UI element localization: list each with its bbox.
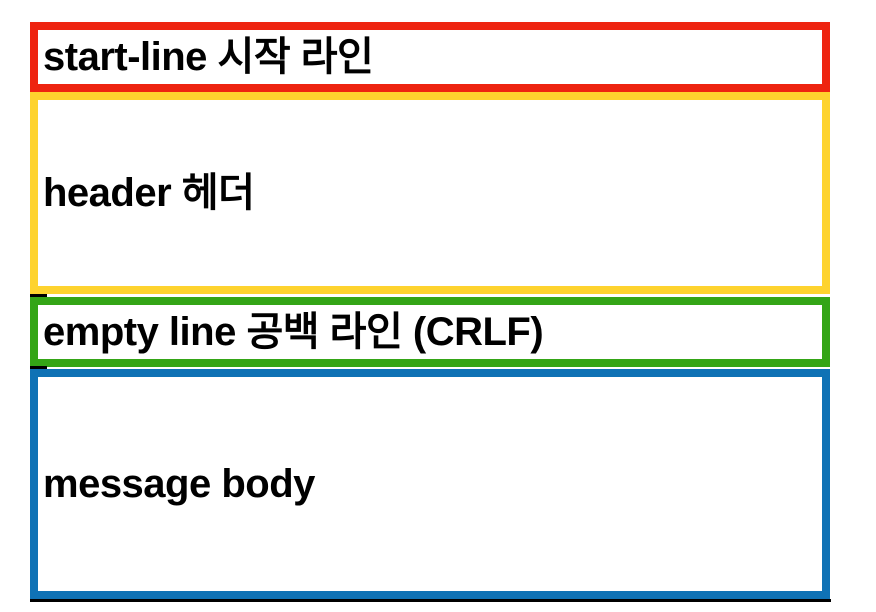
box-message-body-label: message body — [43, 462, 315, 506]
box-message-body: message body — [30, 369, 830, 599]
junction-shadow-dash — [30, 366, 47, 369]
box-empty-line: empty line 공백 라인 (CRLF) — [30, 297, 830, 367]
box-start-line-label: start-line 시작 라인 — [43, 35, 374, 79]
box-header-label: header 헤더 — [43, 171, 255, 215]
junction-shadow-dash — [30, 294, 47, 297]
box-start-line: start-line 시작 라인 — [30, 22, 830, 92]
bottom-shadow-line — [30, 599, 831, 602]
box-header: header 헤더 — [30, 92, 830, 294]
box-empty-line-label: empty line 공백 라인 (CRLF) — [43, 310, 544, 354]
